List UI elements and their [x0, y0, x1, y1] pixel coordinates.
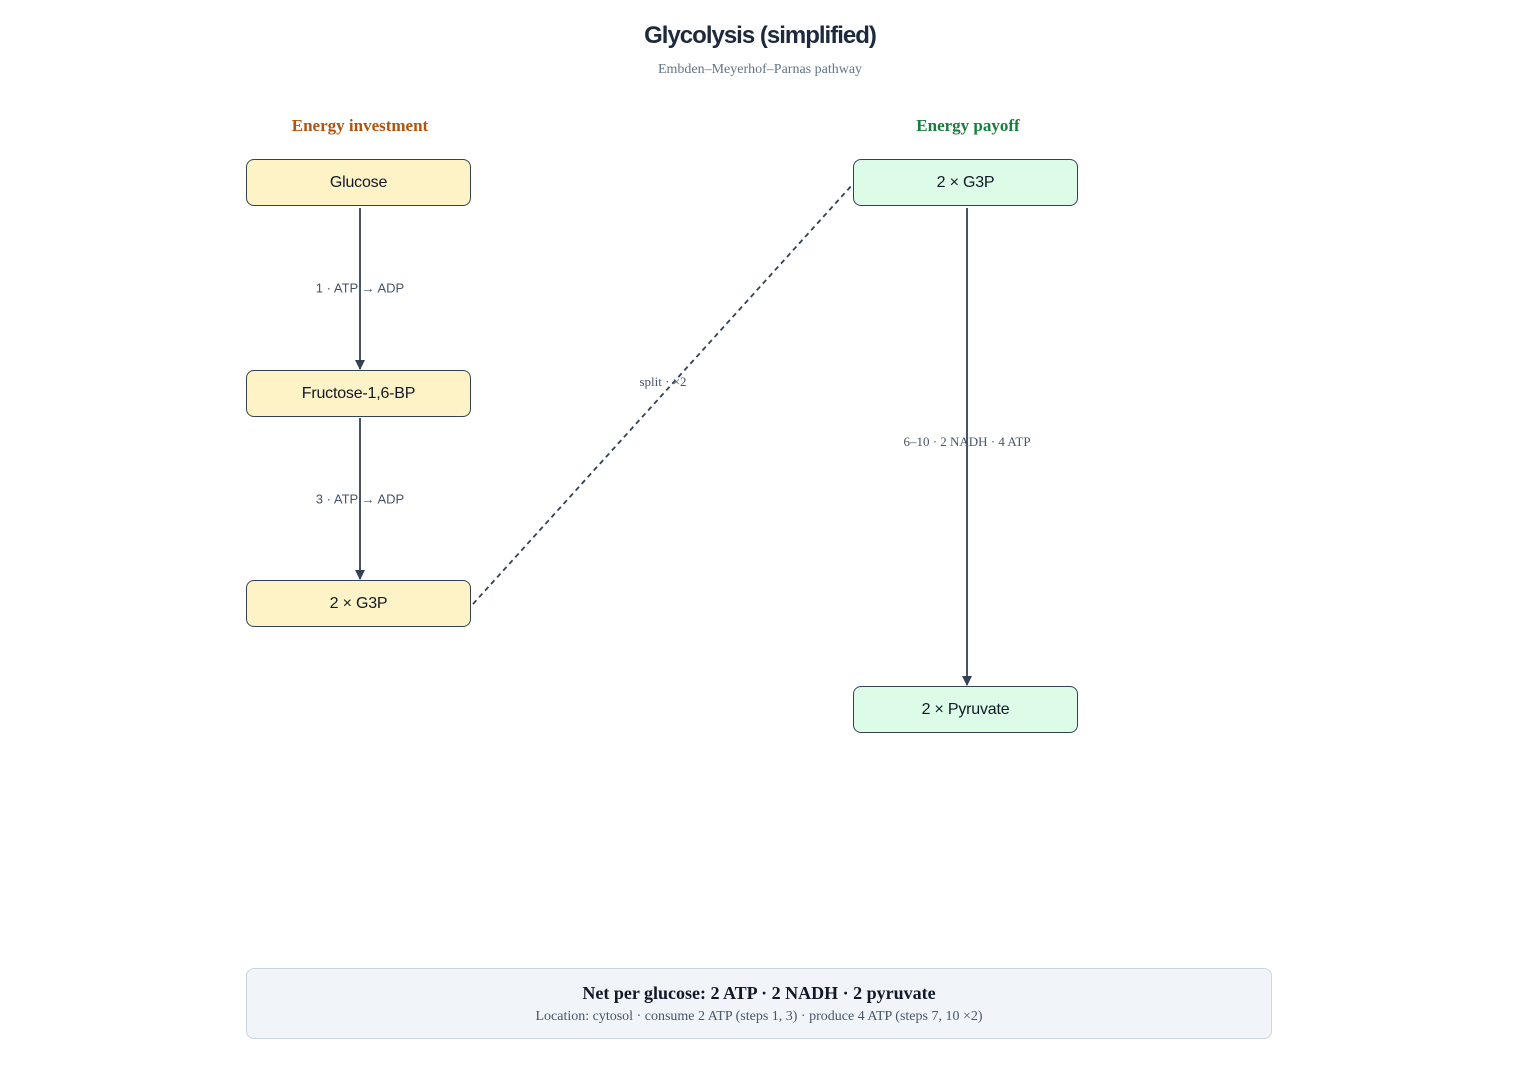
node-fructose-bisphosphate: Fructose-1,6-BP [246, 370, 471, 417]
edge-split-dashed [472, 183, 854, 605]
summary-detail: Location: cytosol · consume 2 ATP (steps… [535, 1009, 983, 1024]
node-pyruvate: 2 × Pyruvate [853, 686, 1078, 733]
edge-label-step1: 1 · ATP → ADP [315, 280, 405, 296]
summary-title: Net per glucose: 2 ATP · 2 NADH · 2 pyru… [582, 983, 936, 1003]
edge-label-steps6-10: 6–10 · 2 NADH · 4 ATP [903, 434, 1031, 449]
summary-panel: Net per glucose: 2 ATP · 2 NADH · 2 pyru… [246, 968, 1272, 1039]
node-g3p-investment: 2 × G3P [246, 580, 471, 627]
column-header-investment: Energy investment [291, 116, 429, 135]
edge-label-step3: 3 · ATP → ADP [315, 491, 405, 507]
column-header-payoff: Energy payoff [916, 116, 1020, 135]
node-glucose: Glucose [246, 159, 471, 206]
diagram-subtitle: Embden–Meyerhof–Parnas pathway [657, 62, 863, 77]
edge-label-split: split · ×2 [639, 374, 687, 389]
diagram-title: Glycolysis (simplified) [644, 22, 877, 49]
node-g3p-payoff: 2 × G3P [853, 159, 1078, 206]
